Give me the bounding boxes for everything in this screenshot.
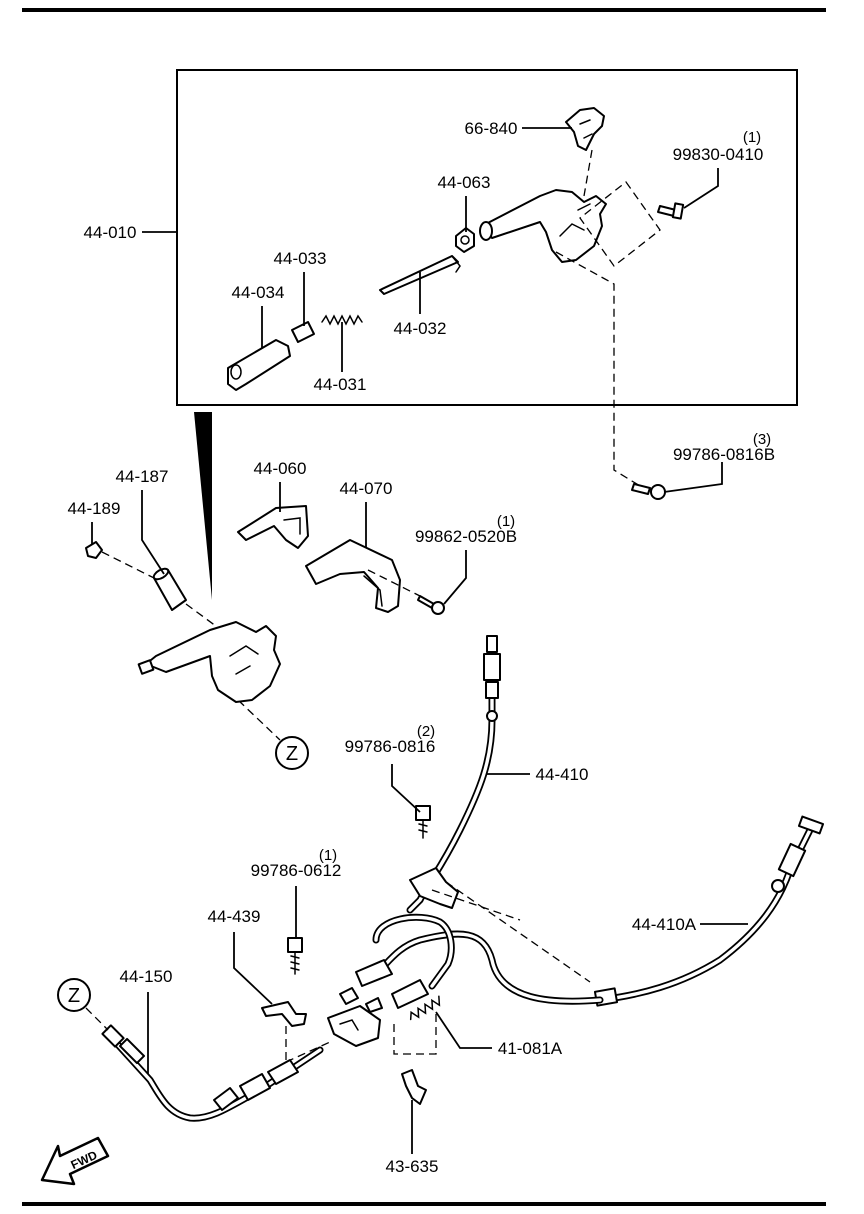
qty-99830-0410: (1) bbox=[743, 129, 761, 146]
callout-44-034: 44-034 bbox=[232, 283, 285, 302]
dash-bracket-clip bbox=[393, 1012, 437, 1055]
bottom-rule bbox=[22, 1202, 826, 1206]
top-rule bbox=[22, 8, 826, 12]
callout-44-031: 44-031 bbox=[314, 375, 367, 394]
leader-lines bbox=[91, 127, 748, 1154]
rod-44-032[interactable] bbox=[379, 255, 461, 295]
lever-body-upper[interactable] bbox=[479, 189, 607, 263]
z-upper-text: Z bbox=[286, 743, 298, 765]
dash-189 bbox=[101, 551, 159, 581]
callout-44-033: 44-033 bbox=[274, 249, 327, 268]
bolt-99830-0410[interactable] bbox=[657, 202, 685, 220]
callout-44-187: 44-187 bbox=[116, 467, 169, 486]
callout-99786-0816: 99786-0816 bbox=[345, 737, 436, 756]
callout-99786-0612: 99786-0612 bbox=[251, 861, 342, 880]
bracket-44-060[interactable] bbox=[237, 505, 309, 549]
bracket-44-439[interactable] bbox=[261, 1001, 307, 1027]
spring-41-081a[interactable] bbox=[408, 995, 443, 1021]
callout-44-189: 44-189 bbox=[68, 499, 121, 518]
callout-44-010: 44-010 bbox=[84, 223, 137, 242]
callout-44-439: 44-439 bbox=[208, 907, 261, 926]
qty-99786-0612: (1) bbox=[319, 847, 337, 864]
callout-99862-0520b: 99862-0520B bbox=[415, 527, 517, 546]
cable-44-410a[interactable] bbox=[593, 815, 825, 1007]
callout-43-635: 43-635 bbox=[386, 1157, 439, 1176]
bolt-99786-0816[interactable] bbox=[415, 805, 431, 839]
callout-44-032: 44-032 bbox=[394, 319, 447, 338]
qty-99786-0816: (2) bbox=[417, 723, 435, 740]
dash-150-bracket bbox=[285, 1041, 331, 1063]
knob-44-034[interactable] bbox=[227, 339, 291, 391]
callout-44-410a: 44-410A bbox=[632, 915, 697, 934]
screw-99862-0520b[interactable] bbox=[417, 595, 445, 615]
z-lower-text: Z bbox=[68, 985, 80, 1007]
spring-44-031[interactable] bbox=[321, 314, 363, 326]
callout-99830-0410: 99830-0410 bbox=[673, 145, 764, 164]
cable-junction-bracket[interactable] bbox=[327, 1005, 381, 1047]
lever-assembled[interactable] bbox=[137, 621, 281, 703]
sleeve-44-187[interactable] bbox=[152, 567, 187, 611]
callout-44-063: 44-063 bbox=[438, 173, 491, 192]
dash-lever-box bbox=[579, 181, 661, 267]
nut-44-063[interactable] bbox=[455, 227, 475, 253]
qty-99786-0816b: (3) bbox=[753, 431, 771, 448]
qty-99862-0520b: (1) bbox=[497, 513, 515, 530]
cable-44-150[interactable] bbox=[101, 1024, 324, 1122]
fwd-arrow-icon: FWD bbox=[40, 1136, 110, 1186]
dash-66-840 bbox=[583, 149, 593, 197]
dash-410-410a bbox=[445, 881, 591, 983]
bolt-99786-0612[interactable] bbox=[287, 937, 303, 975]
callout-44-070: 44-070 bbox=[340, 479, 393, 498]
equalizer-cable-loop[interactable] bbox=[339, 867, 604, 1013]
bolt-99786-0816b[interactable] bbox=[631, 483, 666, 500]
cable-44-410[interactable] bbox=[406, 635, 501, 914]
console-edge-strip bbox=[194, 412, 212, 600]
callout-44-150: 44-150 bbox=[120, 967, 173, 986]
dash-lever-down bbox=[555, 251, 641, 487]
lever-assembly-box bbox=[176, 69, 798, 406]
dash-70-screw bbox=[367, 569, 421, 597]
callout-41-081a: 41-081A bbox=[498, 1039, 563, 1058]
bracket-44-070[interactable] bbox=[305, 539, 401, 613]
part-66-840-bracket[interactable] bbox=[565, 107, 605, 151]
dash-410-loop bbox=[431, 889, 521, 921]
callout-44-060: 44-060 bbox=[254, 459, 307, 478]
reference-z-lower: Z bbox=[57, 978, 91, 1012]
callout-66-840: 66-840 bbox=[465, 119, 518, 138]
dash-z-lower bbox=[85, 1007, 109, 1031]
button-44-033[interactable] bbox=[291, 321, 315, 343]
clip-44-189[interactable] bbox=[85, 541, 103, 559]
clip-43-635[interactable] bbox=[401, 1069, 427, 1105]
reference-z-upper: Z bbox=[275, 736, 309, 770]
callout-44-410: 44-410 bbox=[536, 765, 589, 784]
callout-99786-0816b: 99786-0816B bbox=[673, 445, 775, 464]
